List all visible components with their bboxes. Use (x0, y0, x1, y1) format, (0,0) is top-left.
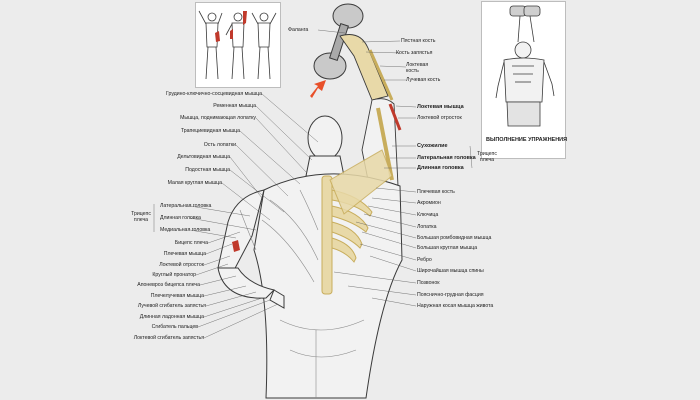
label-wrist: Кость запястья (396, 50, 433, 56)
label-left-8: Малая круглая мышца (167, 180, 222, 186)
label-anconeus: Локтевая мышца (417, 104, 464, 110)
label-lower-8: Длинная ладонная мышца (139, 314, 204, 320)
label-triceps-long-head: Длинная головка (417, 165, 464, 171)
label-triceps-lateral-head: Латеральная головка (417, 155, 476, 161)
label-metacarpal: Пястная кость (401, 38, 436, 44)
inset-exercise-execution: ВЫПОЛНЕНИЕ УПРАЖНЕНИЯ (481, 1, 568, 159)
label-triceps-tendon: Сухожилие (417, 143, 448, 149)
label-olecranon: Локтевой отросток (417, 115, 462, 121)
label-radius: Лучевая кость (406, 77, 441, 83)
inset-caption: ВЫПОЛНЕНИЕ УПРАЖНЕНИЯ (486, 137, 568, 143)
label-lower-7: Лучевой сгибатель запястья (137, 303, 206, 309)
arrow-icon (310, 80, 326, 98)
dumbbell-icon (313, 3, 364, 80)
label-right-8: Широчайшая мышца спины (417, 268, 484, 274)
label-left-5: Ость лопатки (203, 142, 236, 148)
label-right-4: Лопатка (417, 224, 437, 230)
label-right-10: Пояснично-грудная фасция (417, 292, 484, 298)
label-right-3: Ключица (417, 212, 439, 218)
label-left-2: Ременная мышца (213, 103, 256, 109)
label-lower-4: Круглый пронатор (152, 272, 196, 278)
label-lower-5: Апоневроз бицепса плеча (137, 282, 200, 288)
label-triceps-group-right: Трицепс плеча (477, 151, 497, 163)
label-triceps-left-medial: Медиальная головка (160, 227, 211, 233)
label-right-2: Акромион (417, 200, 441, 206)
label-right-5: Большая ромбовидная мышца (417, 235, 492, 241)
label-triceps-left-lateral: Латеральная головка (160, 203, 212, 209)
label-right-6: Большая круглая мышца (417, 245, 478, 251)
label-lower-2: Плечевая мышца (163, 251, 206, 257)
label-right-7: Ребро (417, 257, 432, 263)
label-lower-9: Сгибатель пальцев (151, 324, 198, 330)
label-left-7: Подостная мышца (185, 167, 230, 173)
label-lower-3: Локтевой отросток (159, 262, 204, 268)
label-ulna: Локтевая кость (406, 62, 429, 74)
label-triceps-group-left: Трицепс плеча (131, 211, 151, 223)
three-figure-muscle-views-icon (198, 10, 277, 80)
label-left-6: Дельтовидная мышца (177, 154, 230, 160)
label-phalanx: Фаланга (288, 27, 309, 33)
label-right-1: Плечевая кость (417, 189, 455, 195)
label-lower-1: Бицепс плеча (174, 240, 208, 246)
label-triceps-left-long: Длинная головка (160, 215, 201, 221)
label-lower-6: Плечелучевая мышца (150, 293, 204, 299)
label-lower-10: Локтевой сгибатель запястья (133, 335, 204, 341)
label-right-9: Позвонок (417, 280, 440, 286)
label-left-1: Грудино-ключично-сосцевидная мышца (165, 91, 262, 97)
label-left-4: Трапециевидная мышца (180, 128, 240, 134)
inset-muscle-views (195, 2, 281, 88)
figure-overhead-dumbbell-icon (495, 5, 555, 127)
label-right-11: Наружная косая мышца живота (417, 303, 494, 309)
label-left-3: Мышца, поднимающая лопатку (180, 115, 256, 121)
